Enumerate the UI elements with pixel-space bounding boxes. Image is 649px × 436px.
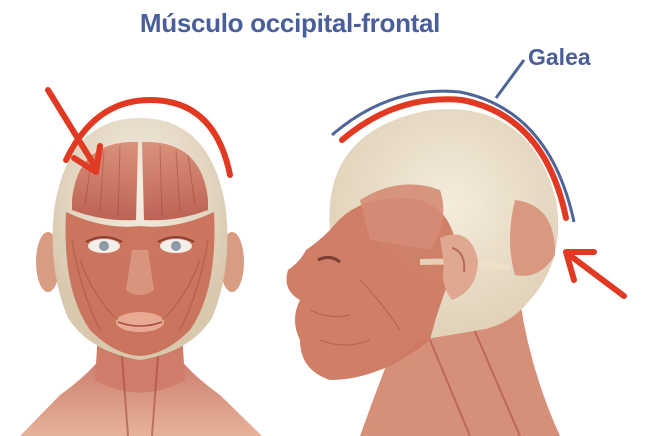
side-head-figure xyxy=(287,109,561,436)
galea-pointer xyxy=(496,60,524,98)
front-mouth xyxy=(116,312,164,332)
front-arrow xyxy=(48,90,100,172)
side-arrow xyxy=(566,252,624,296)
side-temporalis xyxy=(360,184,443,250)
